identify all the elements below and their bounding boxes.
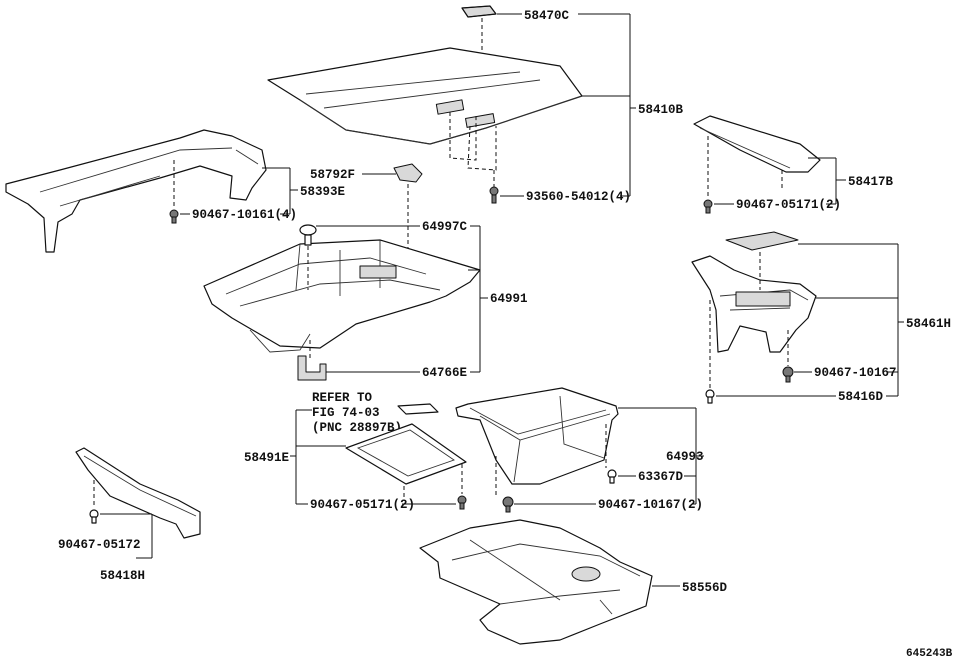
callout-58556d: 58556D	[682, 581, 728, 595]
push-clip-64997c-icon	[299, 224, 317, 246]
part-64993-storage-box	[455, 387, 619, 485]
clip-63367d-icon	[607, 469, 617, 484]
refer-note-line1: REFER TO	[312, 391, 373, 405]
part-58417b-side-cover	[693, 115, 821, 173]
callout-90467-10167-a: 90467-10167	[814, 366, 897, 380]
callout-58418h: 58418H	[100, 569, 145, 583]
callout-90467-10167-b: 90467-10167(2)	[598, 498, 703, 512]
callout-90467-05171-upper: 90467-05171(2)	[736, 198, 841, 212]
refer-note-line3: (PNC 28897B)	[312, 421, 402, 435]
callout-58410b: 58410B	[638, 103, 684, 117]
callout-90467-10161: 90467-10161(4)	[192, 208, 297, 222]
clip-90467-10161-icon	[169, 209, 179, 224]
callout-58491e: 58491E	[244, 451, 289, 465]
callout-63367d: 63367D	[638, 470, 684, 484]
callout-90467-05172: 90467-05172	[58, 538, 141, 552]
clip-58416d-icon	[705, 389, 715, 404]
callout-90467-05171-lower: 90467-05171(2)	[310, 498, 415, 512]
callout-58416d: 58416D	[838, 390, 884, 404]
figure-id: 645243B	[906, 648, 953, 660]
part-58393e-side-trim	[5, 129, 267, 253]
part-58491e-lid	[345, 423, 467, 485]
screw-93560-icon	[489, 186, 499, 204]
part-58556d-floor-cover	[419, 519, 653, 645]
part-64766e-bracket	[297, 355, 327, 381]
part-refer-panel	[397, 403, 439, 415]
part-58461h-side-box	[691, 231, 817, 353]
clip-90467-05171-b-icon	[457, 495, 467, 510]
part-58410b-deck-board	[267, 47, 583, 145]
clip-90467-05171-icon	[703, 199, 713, 214]
callout-58417b: 58417B	[848, 175, 894, 189]
callout-93560: 93560-54012(4)	[526, 190, 631, 204]
part-58792f-clip	[393, 163, 423, 183]
part-58418h-trim-panel	[75, 447, 201, 539]
clip-90467-10167-a-icon	[782, 366, 794, 383]
callout-58792f: 58792F	[310, 168, 355, 182]
clip-90467-05172-icon	[89, 509, 99, 524]
callout-58393e: 58393E	[300, 185, 345, 199]
callout-58461h: 58461H	[906, 317, 951, 331]
callout-64766e: 64766E	[422, 366, 467, 380]
refer-note-line2: FIG 74-03	[312, 406, 380, 420]
part-58470c-cover	[461, 5, 497, 18]
callout-64993: 64993	[666, 450, 704, 464]
callout-64997c: 64997C	[422, 220, 468, 234]
part-64991-tray	[203, 239, 481, 353]
callout-64991: 64991	[490, 292, 528, 306]
clip-90467-10167-b-icon	[502, 496, 514, 513]
callout-58470c: 58470C	[524, 9, 570, 23]
